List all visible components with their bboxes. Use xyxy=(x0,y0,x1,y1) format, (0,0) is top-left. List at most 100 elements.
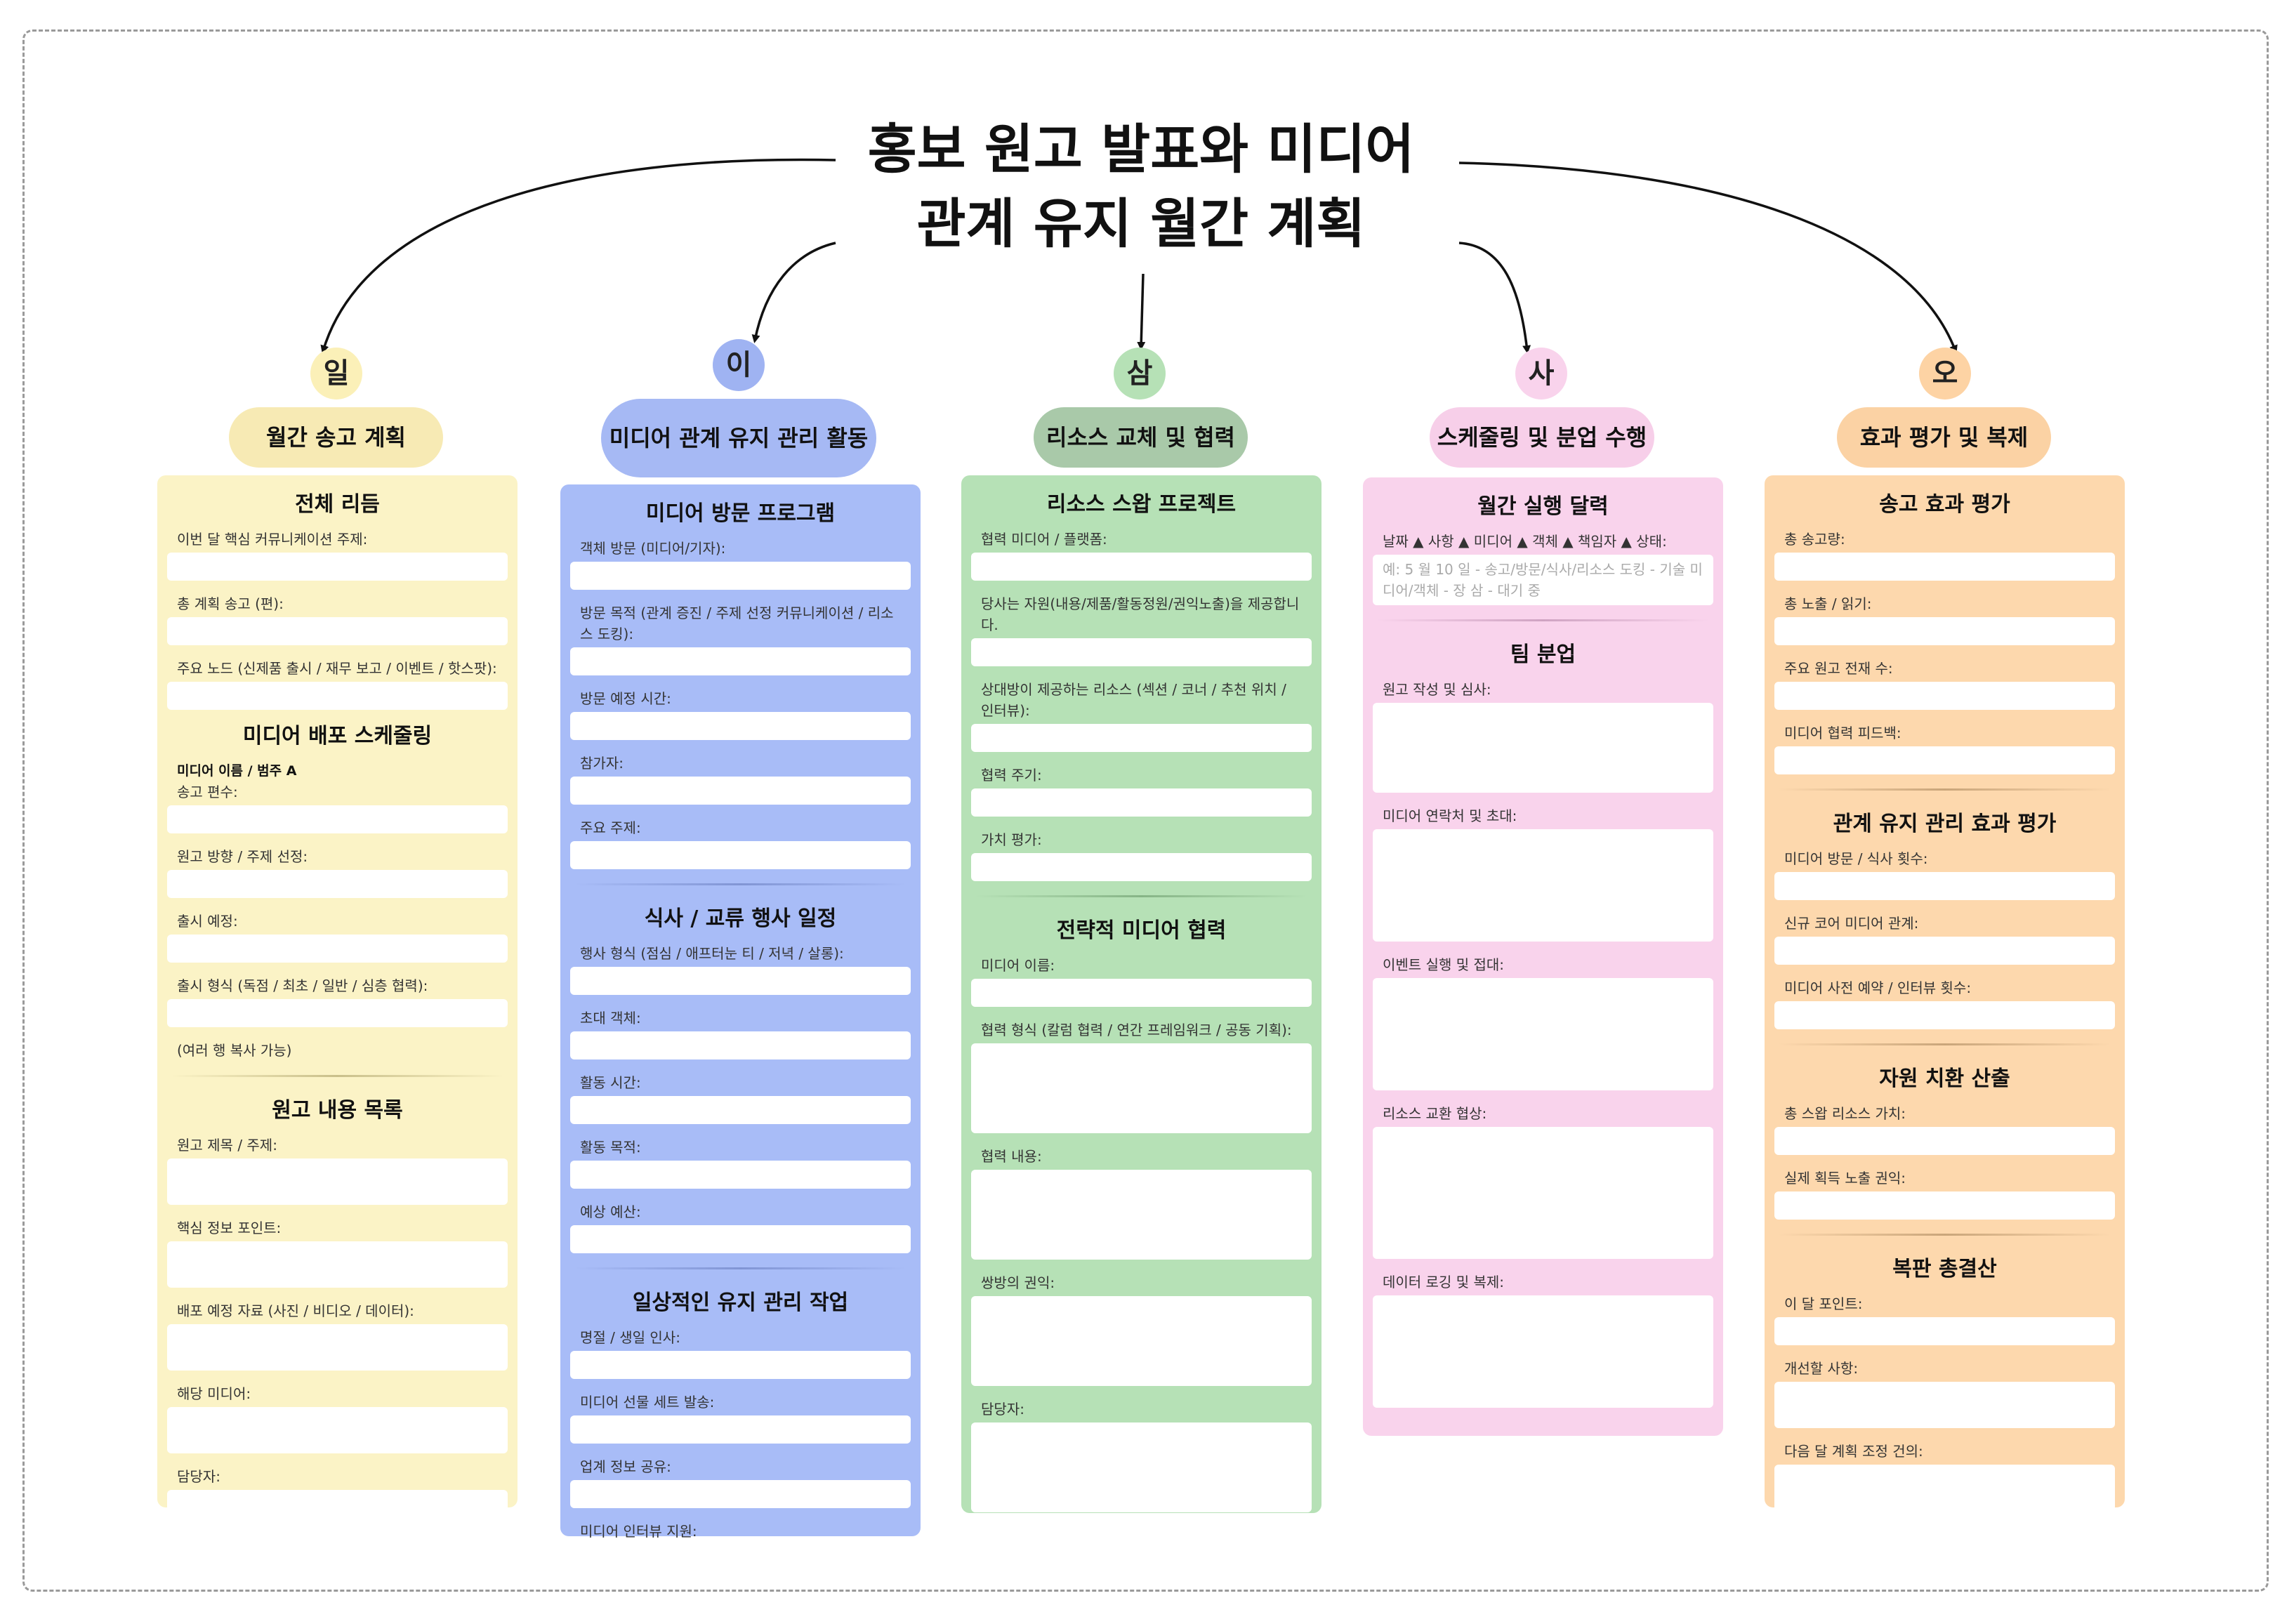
input-field[interactable] xyxy=(167,1490,508,1518)
input-field[interactable] xyxy=(570,1480,911,1508)
field-label: 방문 예정 시간: xyxy=(580,690,671,707)
input-field[interactable] xyxy=(167,1324,508,1371)
input-field[interactable] xyxy=(971,1170,1312,1260)
section-overall-rhythm: 전체 리듬 이번 달 핵심 커뮤니케이션 주제: 총 계획 송고 (편): 주요… xyxy=(164,491,510,710)
input-field[interactable] xyxy=(1774,1382,2115,1428)
section-divider xyxy=(1779,1234,2111,1236)
input-field[interactable] xyxy=(570,1545,911,1573)
field-label: 업계 정보 공유: xyxy=(580,1458,671,1475)
input-field[interactable] xyxy=(570,777,911,805)
input-field[interactable] xyxy=(570,1351,911,1379)
input-field[interactable] xyxy=(1774,1001,2115,1029)
field-label: 출시 형식 (독점 / 최초 / 일반 / 심층 협력): xyxy=(177,977,428,994)
input-field[interactable] xyxy=(1774,1127,2115,1155)
input-field[interactable] xyxy=(570,1415,911,1444)
column-heading-3: 리소스 교체 및 협력 xyxy=(1034,407,1248,468)
column-card-1: 전체 리듬 이번 달 핵심 커뮤니케이션 주제: 총 계획 송고 (편): 주요… xyxy=(157,475,518,1518)
input-field[interactable] xyxy=(167,553,508,581)
column-card-2: 미디어 방문 프로그램 객체 방문 (미디어/기자): 방문 목적 (관계 증진… xyxy=(560,484,921,1573)
section-title: 식사 / 교류 행사 일정 xyxy=(644,906,837,931)
input-field[interactable] xyxy=(1774,553,2115,581)
input-field[interactable] xyxy=(167,935,508,963)
input-field[interactable] xyxy=(971,638,1312,666)
input-field[interactable] xyxy=(1774,1465,2115,1511)
section-title: 송고 효과 평가 xyxy=(1879,492,2010,517)
input-field[interactable] xyxy=(1373,1127,1713,1259)
input-field[interactable] xyxy=(971,1043,1312,1133)
calendar-entry-input[interactable]: 예: 5 월 10 일 - 송고/방문/식사/리소스 도킹 - 기술 미디어/객… xyxy=(1373,555,1713,605)
input-field[interactable] xyxy=(167,682,508,710)
field-label: 미디어 방문 / 식사 횟수: xyxy=(1784,850,1928,867)
input-field[interactable] xyxy=(971,1422,1312,1512)
input-field[interactable] xyxy=(167,805,508,833)
section-title: 미디어 배포 스케줄링 xyxy=(242,724,433,748)
column-card-4: 월간 실행 달력 날짜 ▲ 사항 ▲ 미디어 ▲ 객체 ▲ 책임자 ▲ 상태: … xyxy=(1363,477,1723,1436)
input-field[interactable] xyxy=(1373,829,1713,942)
field-label: 다음 달 계획 조정 건의: xyxy=(1784,1443,1923,1460)
copy-note: (여러 행 복사 가능) xyxy=(177,1042,292,1059)
field-label: 참가자: xyxy=(580,755,624,772)
input-field[interactable] xyxy=(971,1296,1312,1386)
section-title: 월간 실행 달력 xyxy=(1477,494,1609,519)
section-review-summary: 복판 총결산 이 달 포인트: 개선할 사항: 다음 달 계획 조정 건의: xyxy=(1772,1255,2118,1511)
column-heading-4: 스케줄링 및 분업 수행 xyxy=(1430,407,1654,468)
field-label: 미디어 인터뷰 지원: xyxy=(580,1523,697,1540)
input-field[interactable] xyxy=(570,1096,911,1124)
field-label: 쌍방의 권익: xyxy=(981,1274,1055,1291)
input-field[interactable] xyxy=(1373,703,1713,793)
input-field[interactable] xyxy=(167,1158,508,1205)
input-field[interactable] xyxy=(1373,978,1713,1090)
input-field[interactable] xyxy=(1774,937,2115,965)
input-field[interactable] xyxy=(570,1225,911,1253)
input-field[interactable] xyxy=(167,999,508,1027)
field-label: 가치 평가: xyxy=(981,831,1042,848)
input-field[interactable] xyxy=(167,1241,508,1288)
section-routine-maintenance: 일상적인 유지 관리 작업 명절 / 생일 인사: 미디어 선물 세트 발송: … xyxy=(567,1289,914,1573)
field-label: 예상 예산: xyxy=(580,1203,641,1220)
section-resource-swap: 리소스 스왑 프로젝트 협력 미디어 / 플랫폼: 당사는 자원(내용/제품/활… xyxy=(968,491,1314,881)
input-field[interactable] xyxy=(1774,617,2115,645)
input-field[interactable] xyxy=(971,788,1312,817)
input-field[interactable] xyxy=(1774,746,2115,774)
input-field[interactable] xyxy=(1373,1295,1713,1408)
input-field[interactable] xyxy=(570,712,911,740)
input-field[interactable] xyxy=(570,1161,911,1189)
section-resource-output: 자원 치환 산출 총 스왑 리소스 가치: 실제 획득 노출 권익: xyxy=(1772,1065,2118,1220)
input-field[interactable] xyxy=(1774,1317,2115,1345)
input-field[interactable] xyxy=(570,967,911,995)
input-field[interactable] xyxy=(167,870,508,898)
section-title: 전체 리듬 xyxy=(295,492,380,517)
field-label: 협력 내용: xyxy=(981,1148,1042,1165)
field-label: 배포 예정 자료 (사진 / 비디오 / 데이터): xyxy=(177,1302,414,1319)
field-label: 출시 예정: xyxy=(177,913,238,930)
input-field[interactable] xyxy=(167,1407,508,1453)
field-label: 담당자: xyxy=(177,1468,220,1485)
section-dining-events: 식사 / 교류 행사 일정 행사 형식 (점심 / 애프터눈 티 / 저녁 / … xyxy=(567,905,914,1253)
field-label: 협력 미디어 / 플랫폼: xyxy=(981,531,1107,548)
input-field[interactable] xyxy=(570,562,911,590)
field-label: 초대 객체: xyxy=(580,1010,641,1026)
input-field[interactable] xyxy=(1774,872,2115,900)
input-field[interactable] xyxy=(971,553,1312,581)
field-label: 명절 / 생일 인사: xyxy=(580,1329,680,1346)
section-media-visit: 미디어 방문 프로그램 객체 방문 (미디어/기자): 방문 목적 (관계 증진… xyxy=(567,500,914,869)
section-monthly-calendar: 월간 실행 달력 날짜 ▲ 사항 ▲ 미디어 ▲ 객체 ▲ 책임자 ▲ 상태: … xyxy=(1370,493,1716,605)
input-field[interactable] xyxy=(971,724,1312,752)
input-field[interactable] xyxy=(1774,682,2115,710)
input-field[interactable] xyxy=(1774,1191,2115,1220)
input-field[interactable] xyxy=(570,1031,911,1059)
section-strategic-cooperation: 전략적 미디어 협력 미디어 이름: 협력 형식 (칼럼 협력 / 연간 프레임… xyxy=(968,917,1314,1512)
input-field[interactable] xyxy=(570,841,911,869)
input-field[interactable] xyxy=(971,853,1312,881)
section-title: 복판 총결산 xyxy=(1892,1257,1997,1281)
section-title: 전략적 미디어 협력 xyxy=(1056,918,1227,943)
input-field[interactable] xyxy=(167,617,508,645)
field-label: 원고 작성 및 심사: xyxy=(1383,681,1491,698)
page-title: 홍보 원고 발표와 미디어 관계 유지 월간 계획 xyxy=(815,112,1468,261)
input-field[interactable] xyxy=(570,647,911,675)
input-field[interactable] xyxy=(971,979,1312,1007)
section-manuscript-list: 원고 내용 목록 원고 제목 / 주제: 핵심 정보 포인트: 배포 예정 자료… xyxy=(164,1097,510,1518)
field-label: 총 스왑 리소스 가치: xyxy=(1784,1105,1906,1122)
field-label: 담당자: xyxy=(981,1401,1024,1418)
field-label: 미디어 연락처 및 초대: xyxy=(1383,807,1517,824)
